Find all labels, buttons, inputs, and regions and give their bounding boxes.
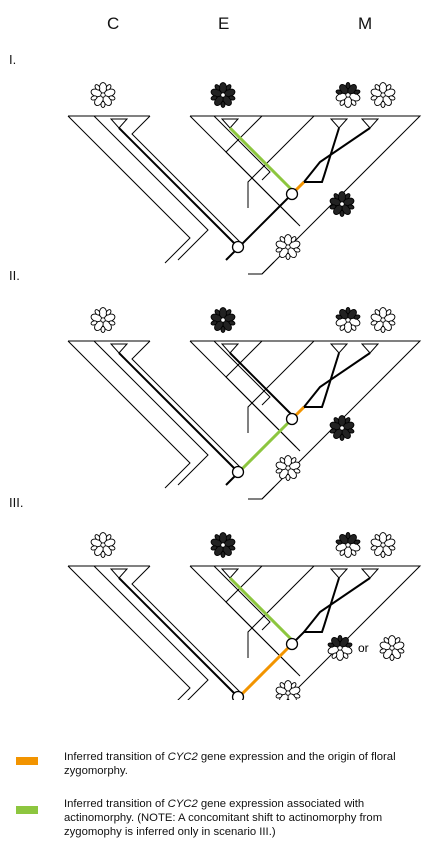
actinomorphic-flower-icon — [378, 635, 406, 661]
legend-gene-orange: CYC2 — [167, 751, 198, 763]
legend-text-orange-post: gene expression and the origin of floral… — [64, 751, 396, 777]
branch-c — [118, 577, 238, 697]
scenario-iii-tree — [67, 565, 421, 700]
scenario-label-i: I. — [9, 52, 17, 67]
zygomorphic-flower-icon — [326, 635, 354, 661]
scenario-i-tree — [67, 115, 421, 275]
branch-m-left — [304, 127, 340, 183]
actinomorphic-flower-icon — [369, 532, 397, 558]
column-label-c: C — [107, 14, 120, 33]
branch-e — [228, 576, 294, 642]
actinomorphic-flower-icon — [89, 307, 117, 333]
dark-flower-icon — [328, 415, 356, 441]
dark-flower-icon — [209, 532, 237, 558]
branch-m-right — [303, 127, 371, 183]
branch-c — [118, 352, 238, 472]
legend-swatch-green — [16, 806, 38, 814]
branch-em-orange — [238, 642, 294, 698]
legend-swatch-orange — [16, 757, 38, 765]
actinomorphic-flower-icon — [89, 532, 117, 558]
column-label-m: M — [358, 14, 373, 33]
zygomorphic-flower-icon — [334, 307, 362, 333]
branch-em — [239, 193, 293, 247]
dark-flower-icon — [209, 307, 237, 333]
legend-text-green-pre: Inferred transition of — [64, 798, 168, 810]
or-label: or — [358, 641, 369, 655]
branch-e — [229, 352, 293, 416]
scenario-label-ii: II. — [9, 268, 20, 283]
node-em — [285, 187, 299, 201]
column-label-e: E — [218, 14, 230, 33]
actinomorphic-flower-icon — [369, 307, 397, 333]
node-root — [231, 240, 245, 254]
legend-text-green: Inferred transition of CYC2 gene express… — [64, 797, 436, 839]
zygomorphic-flower-icon — [334, 82, 362, 108]
zygomorphic-flower-icon — [334, 532, 362, 558]
legend-text-orange-pre: Inferred transition of — [64, 751, 168, 763]
actinomorphic-flower-icon — [89, 82, 117, 108]
scenario-ii-tree — [67, 340, 421, 500]
actinomorphic-flower-icon — [369, 82, 397, 108]
branch-c — [118, 127, 238, 247]
legend-gene-green: CYC2 — [167, 798, 198, 810]
actinomorphic-flower-icon — [274, 455, 302, 481]
branch-e — [228, 126, 294, 192]
branch-em-green — [238, 417, 294, 473]
legend-text-orange: Inferred transition of CYC2 gene express… — [64, 750, 436, 778]
dark-flower-icon — [328, 191, 356, 217]
actinomorphic-flower-icon — [274, 680, 302, 700]
dark-flower-icon — [209, 82, 237, 108]
scenario-label-iii: III. — [9, 495, 24, 510]
legend-text-green-post: gene expression associated with actinomo… — [64, 798, 383, 838]
phylogeny-figure: or — [67, 82, 421, 700]
